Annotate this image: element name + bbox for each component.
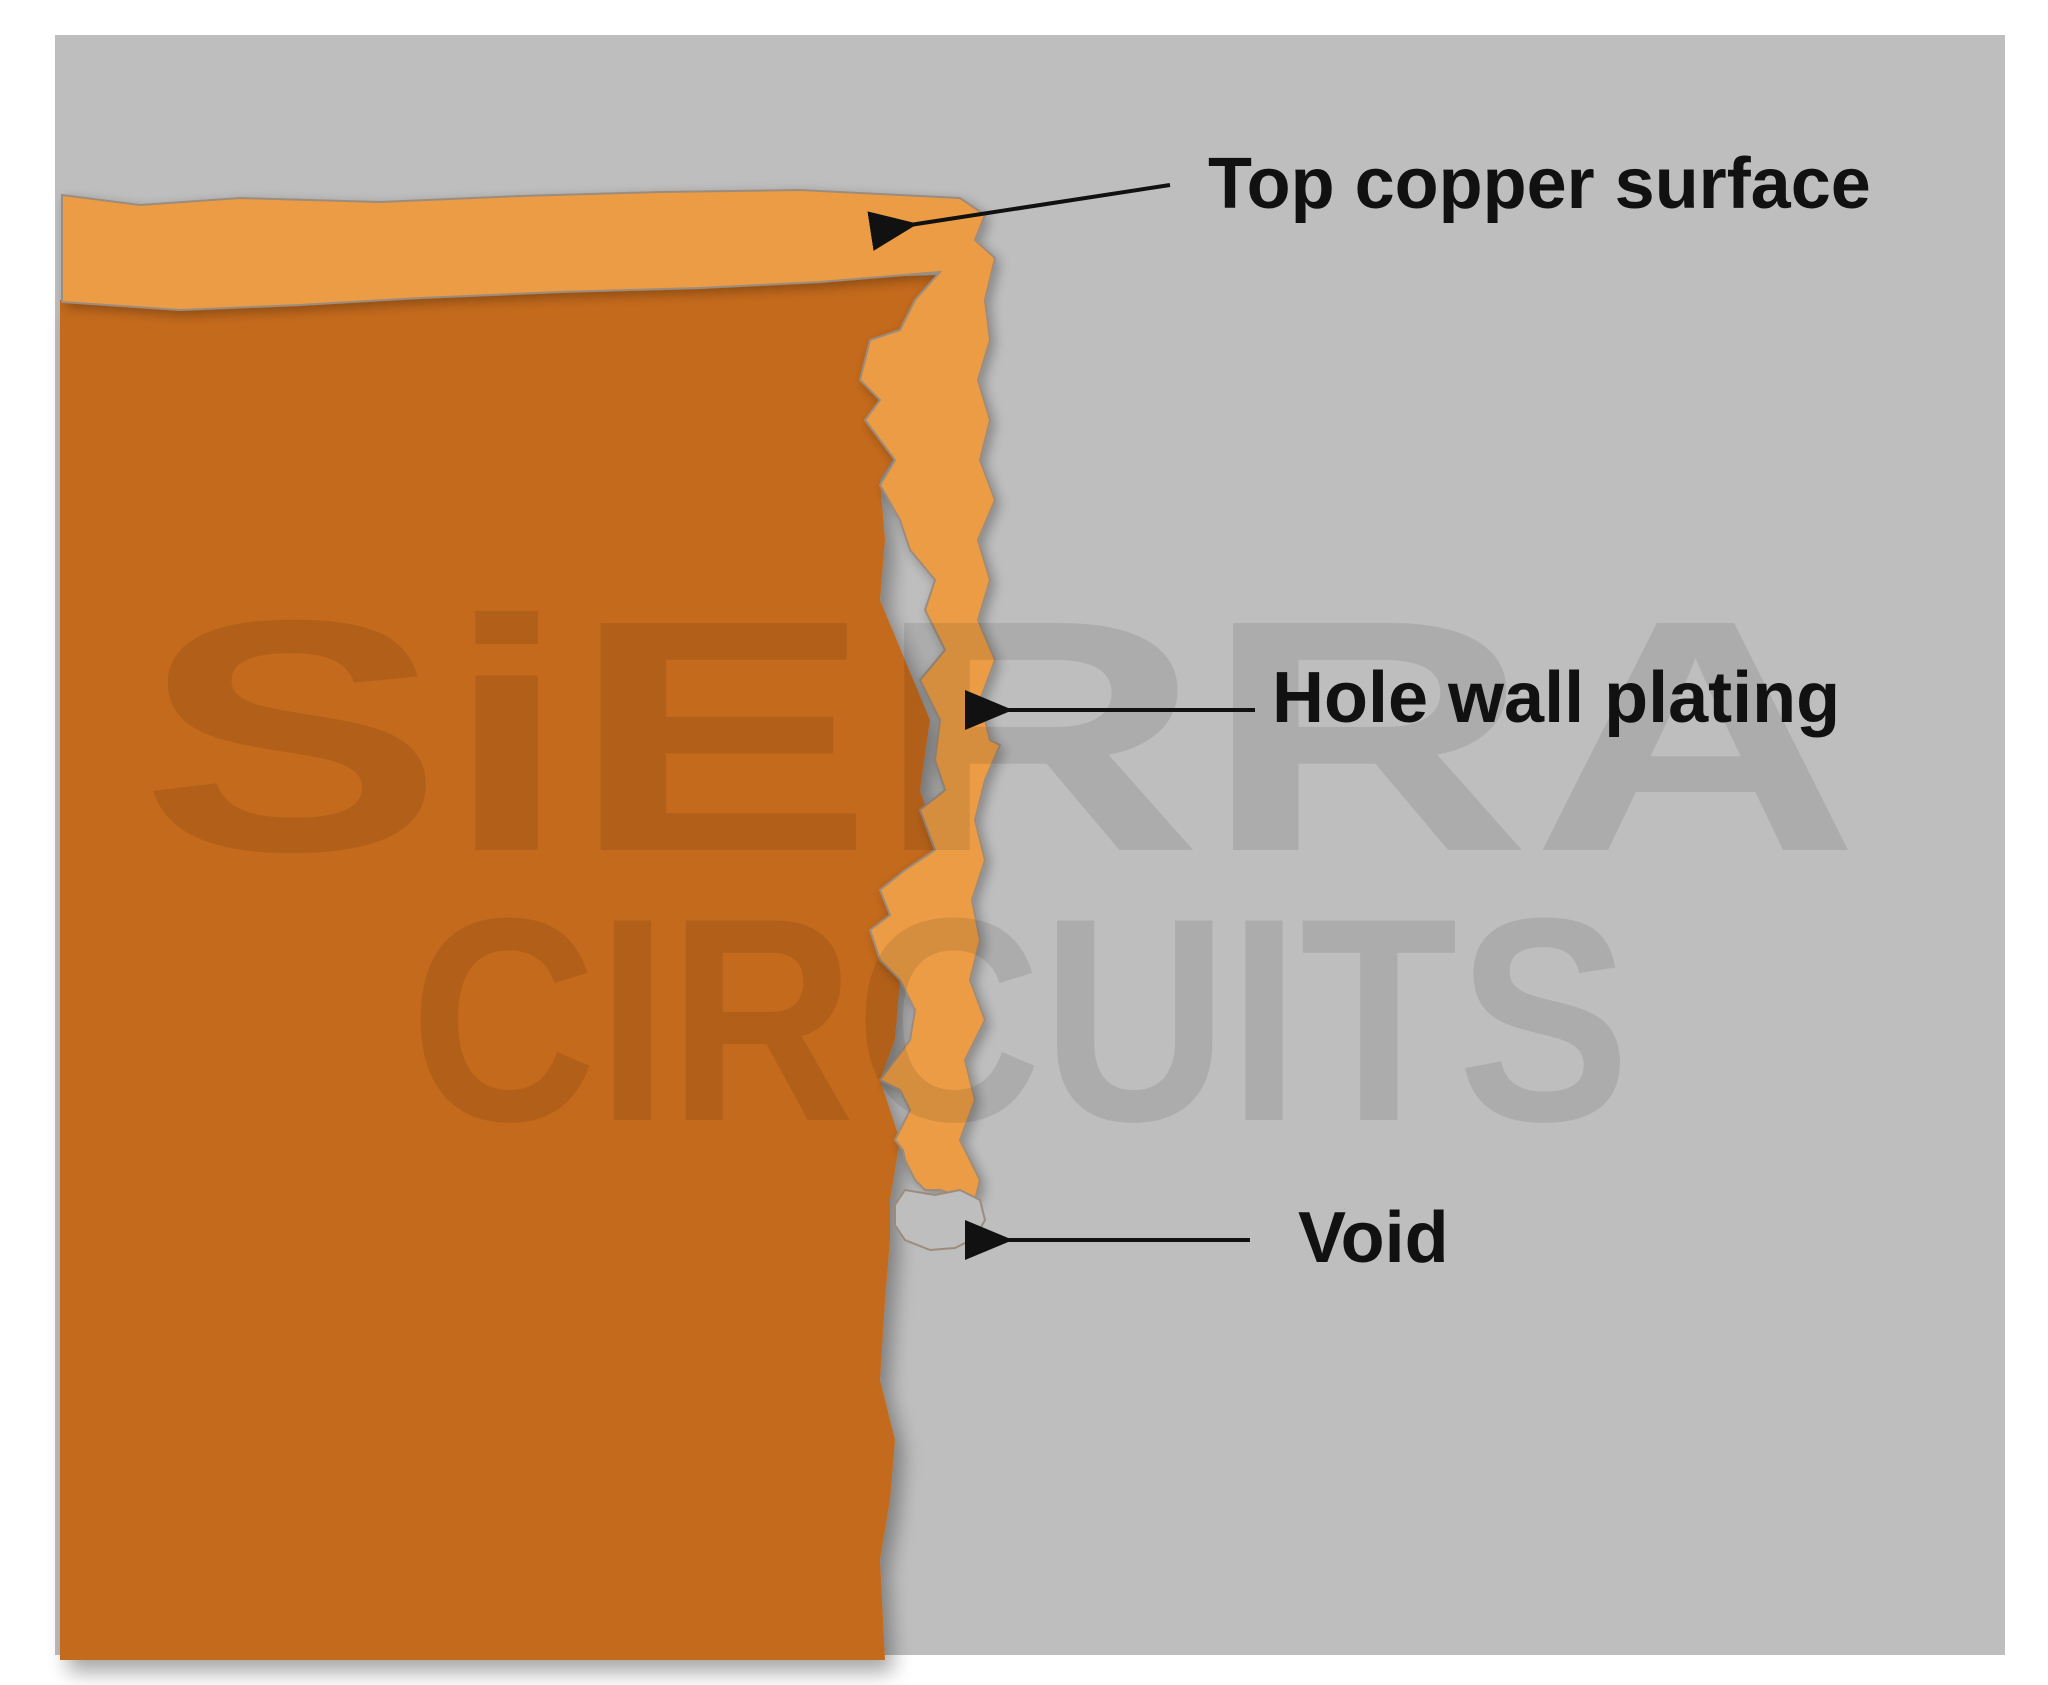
- watermark-line2: CIRCUITS: [410, 858, 1630, 1182]
- void-notch: [894, 1188, 987, 1252]
- label-top-copper: Top copper surface: [1208, 144, 1871, 224]
- substrate-body: [60, 275, 940, 1660]
- plating-layer: [61, 188, 1002, 1202]
- watermark-line1: SiERRA: [140, 551, 1860, 920]
- arrow-top-copper: [867, 183, 1171, 251]
- label-hole-wall: Hole wall plating: [1272, 658, 1840, 738]
- label-void: Void: [1298, 1198, 1449, 1278]
